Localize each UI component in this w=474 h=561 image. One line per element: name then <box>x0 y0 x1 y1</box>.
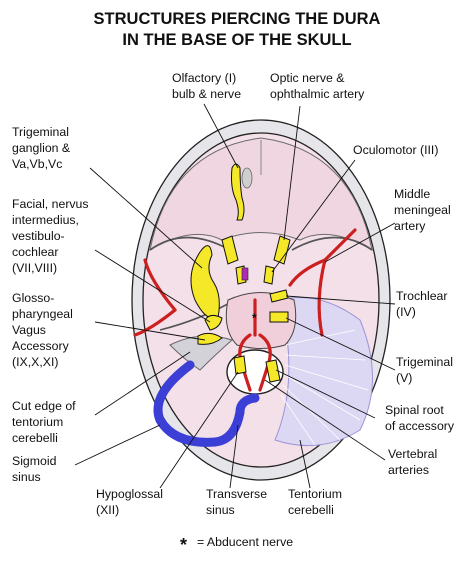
footnote-symbol: * <box>180 535 187 555</box>
middle-meningeal-left-1 <box>143 258 177 312</box>
facial-vestibulocochlear-left <box>204 314 223 331</box>
label-hypoglossal: Hypoglossal (XII) <box>96 487 166 517</box>
label-transverse: Transverse sinus <box>206 487 270 517</box>
oculomotor-nerve-right <box>263 265 275 285</box>
sphenoid-ridge-left <box>149 236 231 251</box>
label-trigeminal-ganglion: Trigeminal ganglion & Va,Vb,Vc <box>12 125 74 171</box>
label-oculomotor: Oculomotor (III) <box>353 143 438 157</box>
middle-meningeal-right-1 <box>323 228 357 262</box>
label-trochlear: Trochlear (IV) <box>396 289 451 319</box>
label-tentorium: Tentorium cerebelli <box>288 487 345 517</box>
hypoglossal-nerve <box>233 355 247 375</box>
glossopharyngeal-vagus-accessory-left <box>197 332 223 345</box>
title-line-1: STRUCTURES PIERCING THE DURA <box>94 10 381 28</box>
label-middle-meningeal: Middle meningeal artery <box>394 187 454 233</box>
label-spinal-root: Spinal root of accessory <box>385 403 455 433</box>
label-sigmoid: Sigmoid sinus <box>12 454 60 484</box>
labels: Olfactory (I) bulb & nerve Optic nerve &… <box>12 71 456 517</box>
middle-meningeal-right-3 <box>288 258 327 287</box>
trochlear-nerve-right <box>269 289 289 303</box>
optic-nerve-left <box>221 235 239 265</box>
optic-nerve-right <box>273 235 291 265</box>
tentorium-sheet <box>274 297 373 447</box>
tentorium-cerebelli <box>274 297 373 447</box>
abducent-marker: * <box>252 311 257 325</box>
label-cut-edge: Cut edge of tentorium cerebelli <box>12 399 79 445</box>
footnote: * = Abducent nerve <box>180 535 293 555</box>
label-glosso: Glosso- pharyngeal Vagus Accessory (IX,X… <box>12 291 76 369</box>
label-vertebral: Vertebral arteries <box>388 447 441 477</box>
middle-meningeal-left-2 <box>133 308 177 337</box>
label-olfactory: Olfactory (I) bulb & nerve <box>172 71 241 101</box>
label-facial: Facial, nervus intermedius, vestibulo- c… <box>12 197 92 275</box>
trigeminal-nerve-right <box>269 311 289 323</box>
tentorium-fibres <box>280 329 369 446</box>
transverse-sinus <box>235 393 260 417</box>
pituitary-stalk <box>241 267 249 281</box>
olfactory-bulb-grey <box>241 167 253 189</box>
dural-sinuses <box>153 360 260 447</box>
olfactory-bulb <box>231 163 245 221</box>
title-line-2: IN THE BASE OF THE SKULL <box>122 31 351 49</box>
clivus <box>225 292 297 349</box>
sigmoid-sinus <box>153 360 245 447</box>
label-trigeminal: Trigeminal (V) <box>396 355 456 385</box>
footnote-text: = Abducent nerve <box>197 535 293 549</box>
label-optic: Optic nerve & ophthalmic artery <box>270 71 365 101</box>
spinal-root-accessory <box>265 359 281 383</box>
leader-lines <box>74 103 396 489</box>
sphenoid-ridge-right <box>291 236 373 251</box>
